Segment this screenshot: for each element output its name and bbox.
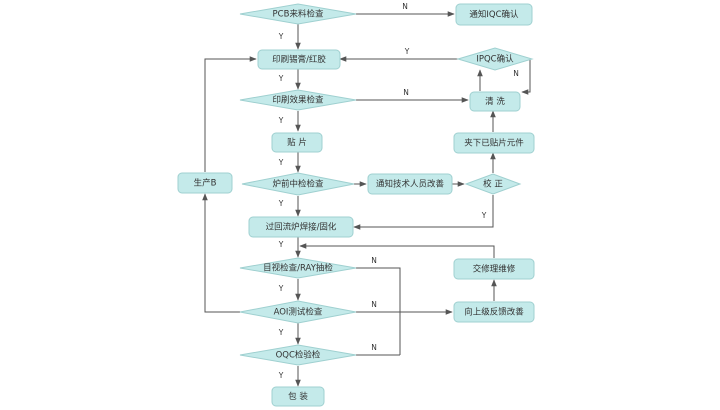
node-clean: 清 洗 [469, 91, 521, 112]
label-ipqc-n: N [513, 69, 519, 78]
label-print-y: Y [278, 74, 284, 83]
node-feedback: 向上级反馈改善 [453, 301, 535, 323]
pre-furnace-check-label: 炉前中检检查 [272, 179, 324, 190]
node-production-b: 生产B [177, 172, 233, 194]
arrow-correct-to-reflow [353, 195, 494, 230]
pack-label: 包 装 [288, 391, 308, 402]
aoi-test-label: AOI测试检查 [274, 307, 323, 318]
node-repair: 交修理维修 [453, 258, 535, 280]
label-aoi-n: N [371, 300, 377, 309]
label-ipqc-y: Y [404, 47, 410, 56]
label-correct-y: Y [481, 211, 487, 220]
correct-label: 校 正 [483, 179, 503, 190]
node-notify-tech: 通知技术人员改善 [367, 173, 453, 195]
production-b-label: 生产B [194, 178, 217, 189]
branch-labels: N Y Y N Y N Y Y Y Y Y N Y N Y N Y [278, 2, 519, 380]
node-pcb-check: PCB来料检查 [239, 3, 357, 25]
arrow-ipqc-n-loop [521, 59, 531, 95]
label-check-n: N [403, 88, 409, 97]
reflow-label: 过回流炉焊接/固化 [266, 222, 337, 233]
label-visual-y: Y [278, 284, 284, 293]
print-paste-label: 印刷锡膏/红胶 [272, 54, 326, 65]
node-remove-parts: 夹下已贴片元件 [453, 132, 535, 154]
clean-label: 清 洗 [485, 96, 505, 107]
notify-iqc-label: 通知IQC确认 [469, 9, 519, 20]
pcb-check-label: PCB来料检查 [273, 9, 324, 20]
visual-ray-label: 目视检查/RAY抽检 [263, 263, 333, 274]
node-pre-furnace-check: 炉前中检检查 [241, 172, 355, 196]
line-visual-n [356, 267, 401, 355]
node-ipqc-confirm: IPQC确认 [456, 47, 534, 71]
ipqc-confirm-label: IPQC确认 [476, 54, 514, 65]
node-oqc-check: OQC检验检 [239, 344, 357, 366]
label-visual-n: N [371, 256, 377, 265]
arrow-repair-to-main [299, 243, 495, 258]
arrow-production-to-print [204, 56, 257, 172]
node-correct: 校 正 [464, 173, 522, 195]
node-aoi-test: AOI测试检查 [239, 300, 357, 324]
label-oqc-y: Y [278, 371, 284, 380]
node-print-paste: 印刷锡膏/红胶 [257, 49, 341, 70]
arrow-aoi-to-production [202, 193, 240, 313]
repair-label: 交修理维修 [473, 264, 516, 275]
node-notify-iqc: 通知IQC确认 [455, 3, 533, 26]
label-pcb-n: N [402, 2, 408, 11]
node-mount: 贴 片 [271, 132, 323, 153]
node-print-check: 印刷效果检查 [239, 89, 357, 111]
label-prefurnace-y: Y [278, 199, 284, 208]
feedback-label: 向上级反馈改善 [464, 307, 524, 318]
label-pcb-y: Y [278, 32, 284, 41]
print-check-label: 印刷效果检查 [272, 95, 324, 106]
node-reflow: 过回流炉焊接/固化 [248, 216, 354, 238]
node-visual-ray: 目视检查/RAY抽检 [239, 257, 357, 279]
label-reflow-y: Y [278, 240, 284, 249]
oqc-check-label: OQC检验检 [276, 350, 321, 361]
remove-parts-label: 夹下已贴片元件 [464, 138, 524, 149]
label-oqc-n: N [371, 343, 377, 352]
label-aoi-y: Y [278, 328, 284, 337]
notify-tech-label: 通知技术人员改善 [376, 179, 445, 190]
label-check-y: Y [278, 116, 284, 125]
mount-label: 贴 片 [287, 137, 307, 148]
connector-lines [202, 11, 531, 387]
label-mount-y: Y [278, 158, 284, 167]
node-pack: 包 装 [271, 386, 325, 407]
